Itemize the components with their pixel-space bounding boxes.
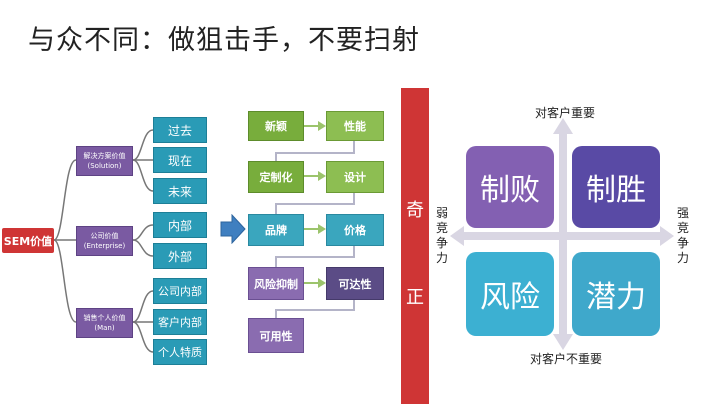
flow-box: 设计	[326, 161, 384, 193]
quadrant-top-right: 制胜	[572, 146, 660, 228]
leaf-node: 公司内部	[153, 278, 207, 304]
matrix-bottom-label: 对客户不重要	[529, 352, 602, 366]
flow-box: 性能	[326, 111, 384, 141]
leaf-node: 未来	[153, 178, 207, 204]
banner-char-bottom: 正	[406, 287, 424, 308]
quadrant-bottom-right: 潜力	[572, 252, 660, 336]
leaf-node: 内部	[153, 212, 207, 238]
leaf-node: 外部	[153, 243, 207, 269]
group-node-sublabel: (Enterprise)	[83, 242, 126, 250]
flow-box: 可达性	[326, 267, 384, 300]
matrix-axes	[450, 118, 674, 350]
group-node-enterprise: 公司价值 (Enterprise)	[76, 226, 133, 256]
group-node-label: 公司价值	[90, 232, 119, 240]
quadrant-bottom-left: 风险	[466, 252, 554, 336]
page-title: 与众不同：做狙击手，不要扫射	[28, 25, 420, 56]
matrix-right-char: 强	[676, 206, 689, 220]
group-node-man: 销售个人价值 (Man)	[76, 308, 133, 338]
matrix-left-char: 弱	[435, 206, 448, 220]
leaf-node: 客户内部	[153, 309, 207, 335]
leaf-node: 现在	[153, 147, 207, 173]
flow-box: 风险抑制	[248, 267, 304, 300]
matrix-left-char: 力	[435, 251, 448, 265]
matrix-right-char: 竞	[676, 221, 689, 235]
flow-box: 定制化	[248, 161, 304, 193]
group-node-solution: 解决方案价值 (Solution)	[76, 146, 133, 176]
matrix-left-label: 弱 竞 争 力	[435, 206, 449, 266]
group-node-label: 销售个人价值	[83, 314, 126, 322]
flow-box: 可用性	[248, 318, 304, 353]
group-node-sublabel: (Solution)	[87, 162, 122, 170]
matrix-left-char: 争	[435, 236, 448, 250]
matrix-right-char: 争	[676, 236, 689, 250]
flow-box: 价格	[326, 214, 384, 246]
quadrant-top-left: 制败	[466, 146, 554, 228]
group-node-sublabel: (Man)	[94, 324, 115, 332]
leaf-node: 个人特质	[153, 339, 207, 365]
leaf-node: 过去	[153, 117, 207, 143]
arrow-right-icon	[220, 214, 246, 244]
matrix-left-char: 竞	[435, 221, 448, 235]
matrix-right-char: 力	[676, 251, 689, 265]
matrix-top-label: 对客户重要	[534, 106, 595, 120]
flow-box: 品牌	[248, 214, 304, 246]
banner-char-top: 奇	[406, 200, 424, 221]
flow-box: 新颖	[248, 111, 304, 141]
red-banner	[401, 88, 429, 404]
matrix-right-label: 强 竞 争 力	[676, 206, 690, 266]
root-node: SEM价值	[2, 228, 54, 253]
group-node-label: 解决方案价值	[83, 152, 126, 160]
